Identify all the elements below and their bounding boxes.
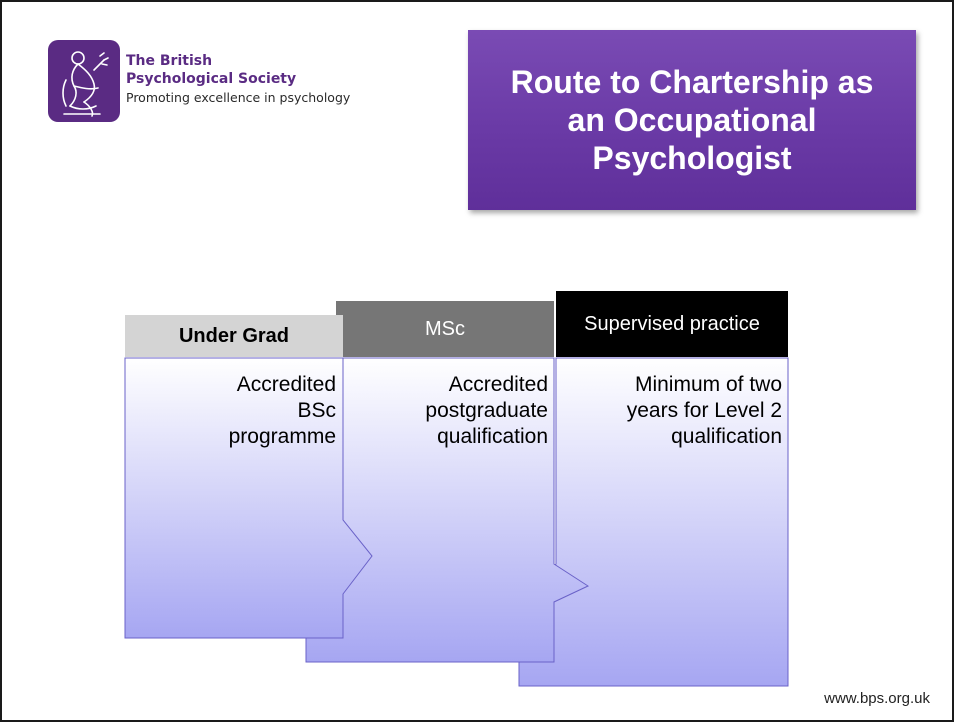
stage-text-line: BSc [297,399,336,422]
org-name-line1: The British [126,53,213,69]
footer-url: www.bps.org.uk [824,690,930,707]
stage-header-under-grad: Under Grad [125,315,343,357]
title-box: Route to Chartership as an Occupational … [468,30,916,210]
stage-text-supervised-practice: Minimum of two years for Level 2 qualifi… [562,372,782,450]
bps-logo-emblem [48,40,120,122]
title-line1: Route to Chartership as [510,64,874,100]
stage-text-line: Minimum of two [634,373,782,396]
chevron-supervised-practice [518,357,789,687]
stage-text-line: qualification [671,425,782,448]
title-line2: an Occupational [567,102,817,138]
stage-text-line: Accredited [448,373,548,396]
title-line3: Psychologist [592,140,792,176]
stage-text-line: qualification [437,425,548,448]
stage-text-line: years for Level 2 [626,399,782,422]
stage-header-supervised-practice: Supervised practice [556,291,788,357]
stage-header-msc: MSc [336,301,554,357]
stage-text-line: programme [228,425,336,448]
org-name: The British Psychological Society [126,52,296,88]
stage-text-line: Accredited [236,373,336,396]
org-name-line2: Psychological Society [126,71,297,87]
org-tagline: Promoting excellence in psychology [126,90,351,105]
stage-text-under-grad: Accredited BSc programme [142,372,336,450]
chevron-under-grad [124,357,373,639]
stage-text-msc: Accredited postgraduate qualification [352,372,548,450]
stage-text-line: postgraduate [425,399,548,422]
